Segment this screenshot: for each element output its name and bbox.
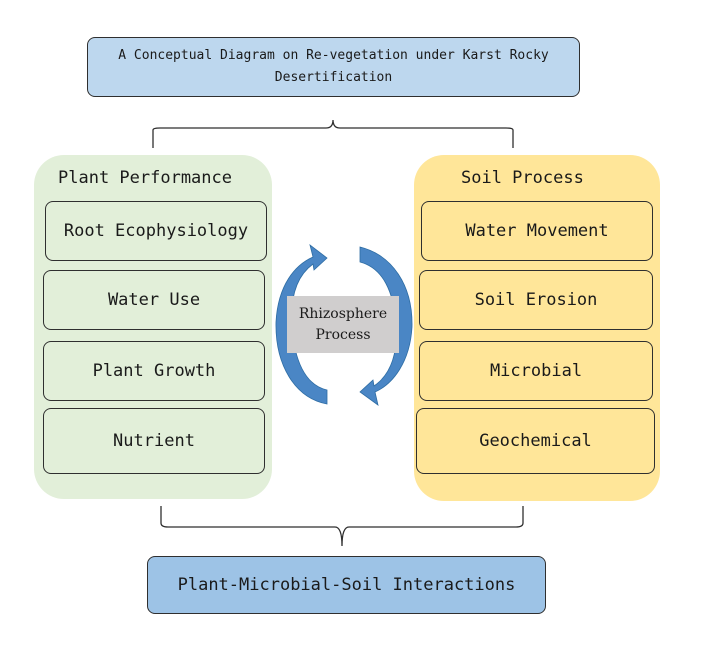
rhizosphere-process-box: Rhizosphere Process: [287, 296, 399, 353]
plant-growth-box: Plant Growth: [43, 341, 265, 401]
nutrient-box: Nutrient: [43, 408, 265, 474]
soil-erosion-box: Soil Erosion: [419, 270, 653, 330]
bottom-brace: [160, 506, 524, 547]
plant-performance-heading: Plant Performance: [58, 168, 232, 188]
process-label: Process: [315, 326, 371, 343]
diagram-title: A Conceptual Diagram on Re-vegetation un…: [87, 37, 580, 97]
soil-process-heading: Soil Process: [461, 168, 584, 188]
left-cycle-arrow: [275, 243, 328, 405]
top-brace: [152, 119, 514, 148]
water-movement-box: Water Movement: [421, 201, 653, 261]
geochemical-box: Geochemical: [416, 408, 655, 474]
rhizosphere-label: Rhizosphere: [298, 305, 388, 322]
water-use-box: Water Use: [43, 270, 265, 330]
interactions-box: Plant-Microbial-Soil Interactions: [147, 556, 546, 614]
root-ecophysiology-box: Root Ecophysiology: [45, 201, 267, 261]
microbial-box: Microbial: [419, 341, 653, 401]
